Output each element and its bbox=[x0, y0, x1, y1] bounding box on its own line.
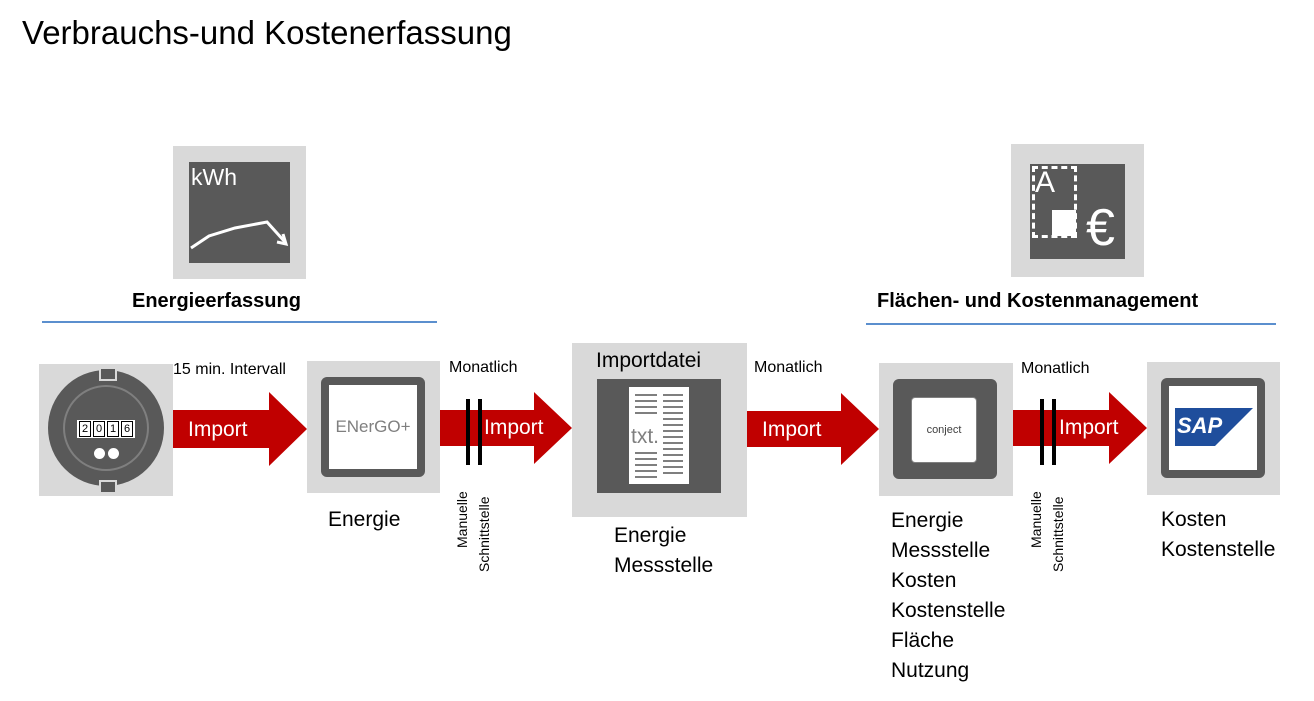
conject-label: Fläche bbox=[891, 629, 955, 652]
import-file-tile: Importdatei txt. bbox=[572, 343, 747, 517]
interface-bar bbox=[466, 399, 470, 465]
meter-counter: 2 0 1 6 bbox=[77, 420, 135, 438]
meter-digit: 1 bbox=[107, 421, 119, 437]
interface-label-manual-2: Manuelle bbox=[1028, 491, 1044, 548]
interface-label-manual-1: Manuelle bbox=[454, 491, 470, 548]
import-arrow-4 bbox=[1013, 392, 1147, 464]
conject-tile: conject bbox=[879, 363, 1013, 496]
energo-logo: ENerGO+ bbox=[329, 385, 417, 469]
import-file-title: Importdatei bbox=[596, 349, 702, 372]
conject-label: Messstelle bbox=[891, 539, 991, 562]
monthly-label-3: Monatlich bbox=[1021, 360, 1090, 377]
energo-tile: ENerGO+ bbox=[307, 361, 440, 493]
import-arrow-1 bbox=[173, 392, 307, 466]
electricity-meter-icon: 2 0 1 6 bbox=[48, 367, 164, 494]
text-file-label: txt. bbox=[629, 425, 662, 449]
conject-label: Energie bbox=[891, 509, 964, 532]
area-letter: A bbox=[1035, 166, 1056, 199]
interface-label-interface-2: Schnittstelle bbox=[1050, 496, 1066, 572]
sap-label: Kosten bbox=[1161, 508, 1227, 531]
conject-label: Kosten bbox=[891, 569, 957, 592]
import-file-labels: Energie Messstelle bbox=[614, 521, 713, 581]
energo-label: Energie bbox=[328, 508, 401, 531]
import-arrow-3-label: Import bbox=[762, 418, 822, 441]
import-arrow-1-label: Import bbox=[188, 418, 248, 441]
meter-digit: 6 bbox=[121, 421, 133, 437]
meter-tile: 2 0 1 6 bbox=[39, 364, 173, 496]
sap-label: Kostenstelle bbox=[1161, 538, 1276, 561]
import-arrow-3 bbox=[747, 393, 879, 465]
conject-label: Kostenstelle bbox=[891, 599, 1006, 622]
conject-labels: Energie Messstelle Kosten Kostenstelle F… bbox=[891, 506, 1005, 686]
interval-label: 15 min. Intervall bbox=[173, 361, 286, 378]
monthly-label-1: Monatlich bbox=[449, 359, 518, 376]
section-underline-area-cost bbox=[866, 323, 1276, 325]
sap-tile: SAP bbox=[1147, 362, 1280, 495]
section-title-area-cost: Flächen- und Kostenmanagement bbox=[877, 290, 1199, 312]
interface-label-interface-1: Schnittstelle bbox=[476, 496, 492, 572]
area-cost-icon: A € bbox=[1030, 164, 1125, 259]
conject-logo: conject bbox=[911, 397, 977, 463]
kwh-label: kWh bbox=[191, 164, 237, 190]
monthly-label-2: Monatlich bbox=[754, 359, 823, 376]
section-title-energy: Energieerfassung bbox=[132, 290, 301, 312]
import-file-label: Messstelle bbox=[614, 554, 714, 577]
interface-bar bbox=[478, 399, 482, 465]
sap-logo: SAP bbox=[1169, 386, 1257, 470]
meter-digit: 2 bbox=[79, 421, 91, 437]
page-title: Verbrauchs-und Kostenerfassung bbox=[22, 14, 512, 51]
import-arrow-2 bbox=[440, 392, 572, 464]
sap-labels: Kosten Kostenstelle bbox=[1161, 505, 1275, 565]
euro-icon: € bbox=[1086, 199, 1115, 257]
section-underline-energy bbox=[42, 321, 437, 323]
kwh-icon-tile: kWh bbox=[173, 146, 306, 279]
kwh-chart-icon: kWh bbox=[189, 162, 290, 263]
interface-bar bbox=[1040, 399, 1044, 465]
meter-digit: 0 bbox=[93, 421, 105, 437]
import-arrow-4-label: Import bbox=[1059, 416, 1119, 439]
import-arrow-2-label: Import bbox=[484, 416, 544, 439]
import-file-label: Energie bbox=[614, 524, 687, 547]
area-cost-icon-tile: A € bbox=[1011, 144, 1144, 277]
interface-bar bbox=[1052, 399, 1056, 465]
conject-label: Nutzung bbox=[891, 659, 970, 682]
text-file-icon: txt. bbox=[629, 387, 689, 484]
